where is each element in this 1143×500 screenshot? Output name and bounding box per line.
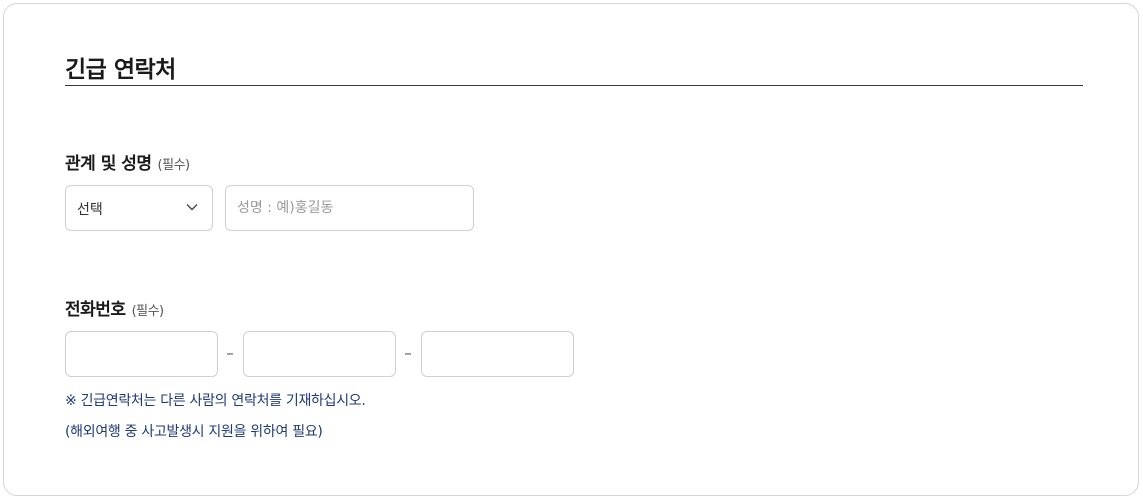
phone-input-1[interactable] [65,331,218,377]
relation-name-label: 관계 및 성명 (필수) [65,149,190,174]
phone-label-text: 전화번호 [65,300,126,320]
phone-input-2[interactable] [243,331,396,377]
notice-line-2: (해외여행 중 사고발생시 지원을 위하여 필요) [65,424,323,440]
required-marker: (필수) [157,158,191,173]
name-input[interactable] [225,185,474,231]
title-divider [65,85,1083,86]
required-marker: (필수) [131,304,165,319]
section-title: 긴급 연락처 [65,57,176,83]
relation-select[interactable]: 선택 [65,185,213,231]
phone-separator: – [226,344,234,362]
phone-input-3[interactable] [421,331,574,377]
relation-name-label-text: 관계 및 성명 [65,154,152,174]
emergency-contact-card: 긴급 연락처 관계 및 성명 (필수) 선택 전화번호 (필수) – – ※ 긴급연… [3,3,1139,496]
phone-label: 전화번호 (필수) [65,295,164,320]
notice-line-1: ※ 긴급연락처는 다른 사람의 연락처를 기재하십시오. [65,393,366,409]
chevron-down-icon [186,204,198,211]
phone-separator: – [404,344,412,362]
relation-select-value: 선택 [77,202,103,218]
